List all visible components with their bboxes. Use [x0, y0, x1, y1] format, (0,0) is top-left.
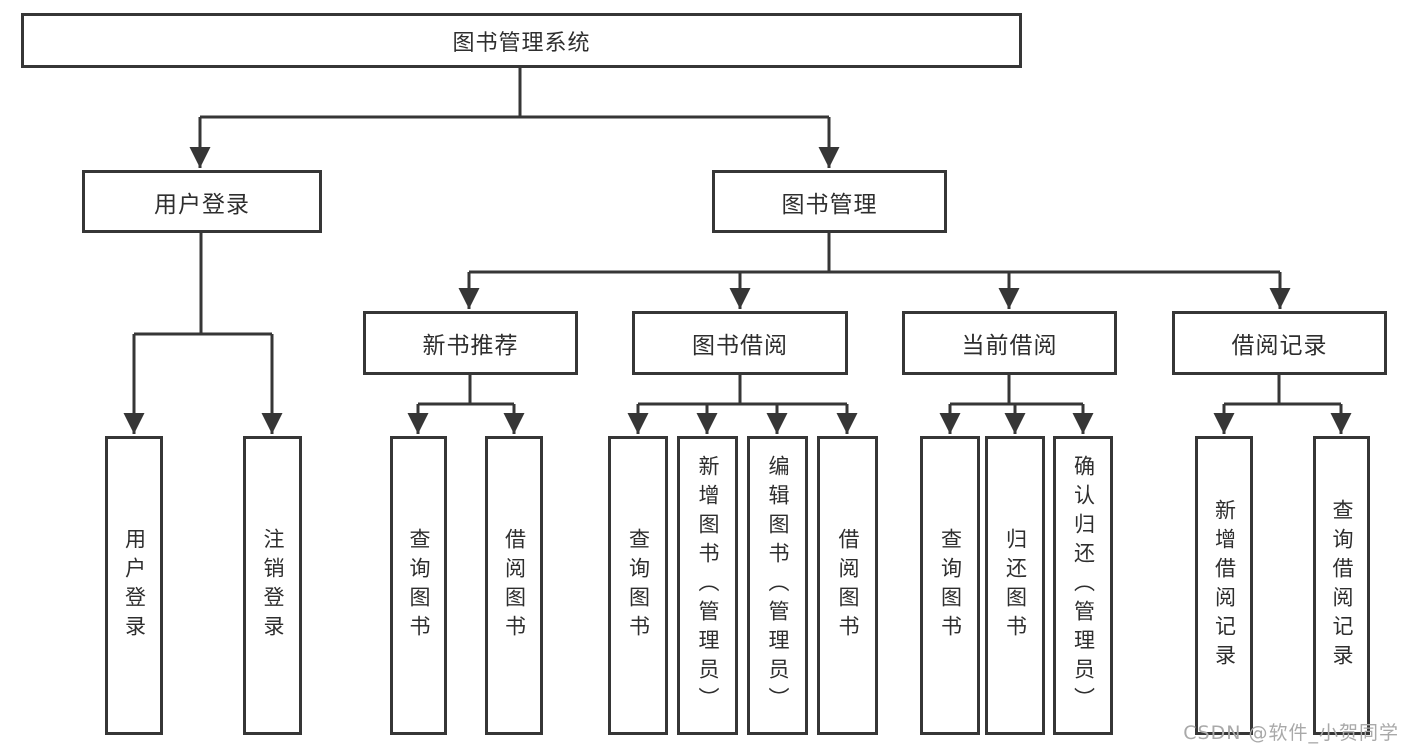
leaf-query-books-current: 查询图书 [920, 436, 980, 735]
leaf-add-borrow-record: 新增借阅记录 [1195, 436, 1253, 735]
leaf-borrow-books-borrowing: 借阅图书 [817, 436, 878, 735]
leaf-borrow-books-recommend: 借阅图书 [485, 436, 543, 735]
leaf-logout: 注销登录 [243, 436, 302, 735]
leaf-query-borrow-record: 查询借阅记录 [1313, 436, 1370, 735]
leaf-user-login: 用户登录 [105, 436, 163, 735]
leaf-query-books-recommend: 查询图书 [390, 436, 447, 735]
leaf-confirm-return-admin: 确认归还（管理员） [1053, 436, 1113, 735]
node-current-borrowing: 当前借阅 [902, 311, 1117, 375]
node-user-login: 用户登录 [82, 170, 322, 233]
connector-trunks [134, 68, 1341, 406]
leaf-return-book: 归还图书 [985, 436, 1045, 735]
watermark: CSDN @软件_小贺同学 [1183, 722, 1399, 744]
leaf-query-books-borrowing: 查询图书 [608, 436, 668, 735]
node-new-book-recommend: 新书推荐 [363, 311, 578, 375]
leaf-add-book-admin: 新增图书（管理员） [677, 436, 738, 735]
node-library-system: 图书管理系统 [21, 13, 1022, 68]
node-borrowing-records: 借阅记录 [1172, 311, 1387, 375]
node-book-management: 图书管理 [712, 170, 947, 233]
node-book-borrowing: 图书借阅 [632, 311, 848, 375]
leaf-edit-book-admin: 编辑图书（管理员） [747, 436, 808, 735]
